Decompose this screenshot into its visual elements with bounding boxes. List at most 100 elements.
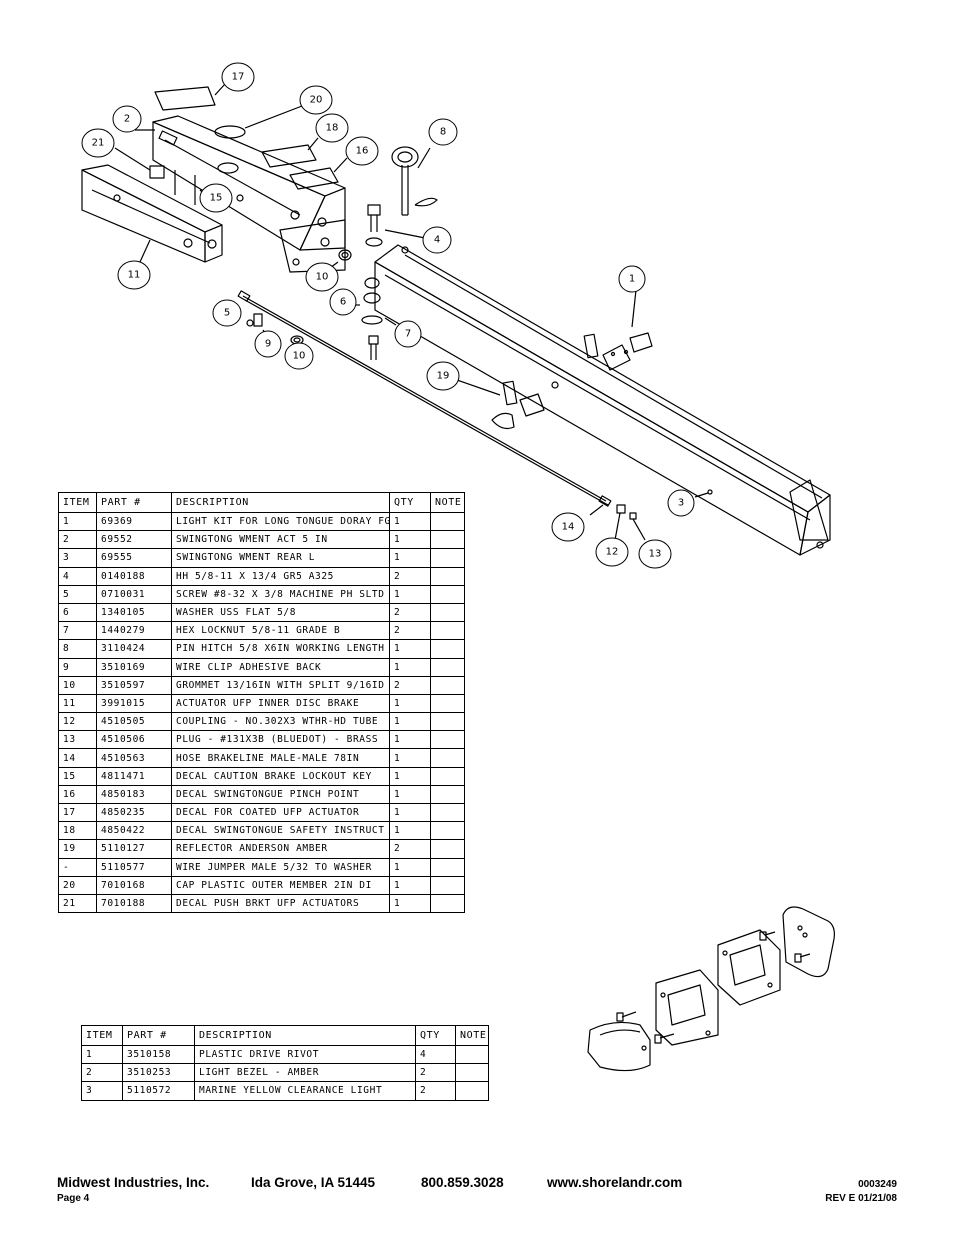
column-header: NOTE (430, 492, 465, 513)
note-cell (430, 530, 465, 550)
description-cell: REFLECTOR ANDERSON AMBER (171, 839, 390, 859)
part-number-cell: 1340105 (96, 602, 172, 623)
part-number-cell: 4510563 (96, 748, 172, 768)
column-header: ITEM (81, 1025, 123, 1046)
callout-label: 5 (224, 308, 230, 319)
item-cell: 2 (58, 530, 97, 550)
item-cell: 1 (58, 511, 97, 532)
footer-phone: 800.859.3028 (421, 1175, 504, 1190)
description-cell: GROMMET 13/16IN WITH SPLIT 9/16ID (171, 675, 390, 695)
qty-cell: 1 (389, 875, 431, 895)
item-cell: 5 (58, 584, 97, 604)
footer-page-number: Page 4 (57, 1193, 90, 1204)
callout-3 (668, 490, 694, 516)
callout-4 (423, 227, 451, 253)
callout-label: 21 (92, 138, 105, 149)
brake-line-14 (243, 296, 606, 501)
callout-21 (82, 129, 114, 157)
callout-label: 19 (437, 371, 450, 382)
item-cell: 1 (81, 1044, 123, 1065)
part-number-cell: 3510253 (122, 1063, 195, 1083)
callout-10-lower (285, 343, 313, 369)
qty-cell: 1 (389, 530, 431, 550)
callout-label: 16 (356, 146, 369, 157)
callout-12 (596, 538, 628, 566)
note-cell (455, 1063, 489, 1083)
description-cell: WIRE CLIP ADHESIVE BACK (171, 657, 390, 677)
qty-cell: 1 (389, 857, 431, 877)
callout-label: 1 (629, 274, 635, 285)
part-number-cell: 5110572 (122, 1081, 195, 1101)
callout-label: 20 (310, 95, 323, 106)
callout-6 (330, 289, 356, 315)
description-cell: DECAL SWINGTONGUE PINCH POINT (171, 784, 390, 805)
note-cell (430, 511, 465, 532)
qty-cell: 2 (389, 566, 431, 586)
callout-7 (395, 321, 421, 347)
callout-label: 10 (316, 272, 329, 283)
footer-doc-number: 0003249 (858, 1179, 897, 1190)
part-number-cell: 4850183 (96, 784, 172, 805)
item-cell: 19 (58, 839, 97, 859)
column-header: PART # (96, 492, 172, 513)
note-cell (455, 1044, 489, 1065)
part-number-cell: 0140188 (96, 566, 172, 586)
note-cell (430, 821, 465, 841)
qty-cell: 1 (389, 802, 431, 823)
part-number-cell: 4850422 (96, 821, 172, 841)
note-cell (430, 548, 465, 568)
clearance-light-upper (783, 907, 834, 977)
qty-cell: 2 (389, 675, 431, 695)
part-number-cell: 5110127 (96, 839, 172, 859)
description-cell: SWINGTONG WMENT ACT 5 IN (171, 530, 390, 550)
part-number-cell: 4811471 (96, 766, 172, 786)
qty-cell: 2 (389, 621, 431, 641)
part-number-cell: 7010168 (96, 875, 172, 895)
footer-company: Midwest Industries, Inc. (57, 1175, 210, 1190)
description-cell: SCREW #8-32 X 3/8 MACHINE PH SLTD (171, 584, 390, 604)
note-cell (430, 693, 465, 714)
part-number-cell: 3110424 (96, 639, 172, 659)
callout-8 (429, 119, 457, 145)
note-cell (430, 748, 465, 768)
part-number-cell: 3510597 (96, 675, 172, 695)
callout-19 (427, 362, 459, 390)
callout-label: 15 (210, 193, 223, 204)
pin-hitch-8-shape (392, 147, 418, 167)
item-cell: 21 (58, 893, 97, 914)
qty-cell: 1 (389, 584, 431, 604)
note-cell (430, 784, 465, 805)
note-cell (430, 602, 465, 623)
callout-label: 3 (678, 498, 684, 509)
cap-20-shape (215, 126, 245, 138)
item-cell: 8 (58, 639, 97, 659)
qty-cell: 1 (389, 748, 431, 768)
column-header: DESCRIPTION (171, 492, 390, 513)
callout-label: 17 (232, 72, 245, 83)
part-number-cell: 7010188 (96, 893, 172, 914)
part-number-cell: 4850235 (96, 802, 172, 823)
callout-label: 9 (265, 339, 271, 350)
description-cell: DECAL FOR COATED UFP ACTUATOR (171, 802, 390, 823)
description-cell: PIN HITCH 5/8 X6IN WORKING LENGTH (171, 639, 390, 659)
item-cell: 17 (58, 802, 97, 823)
callout-16 (346, 137, 378, 165)
callout-label: 12 (606, 547, 619, 558)
callout-label: 6 (340, 297, 346, 308)
callout-11 (118, 261, 150, 289)
callout-14 (552, 513, 584, 541)
